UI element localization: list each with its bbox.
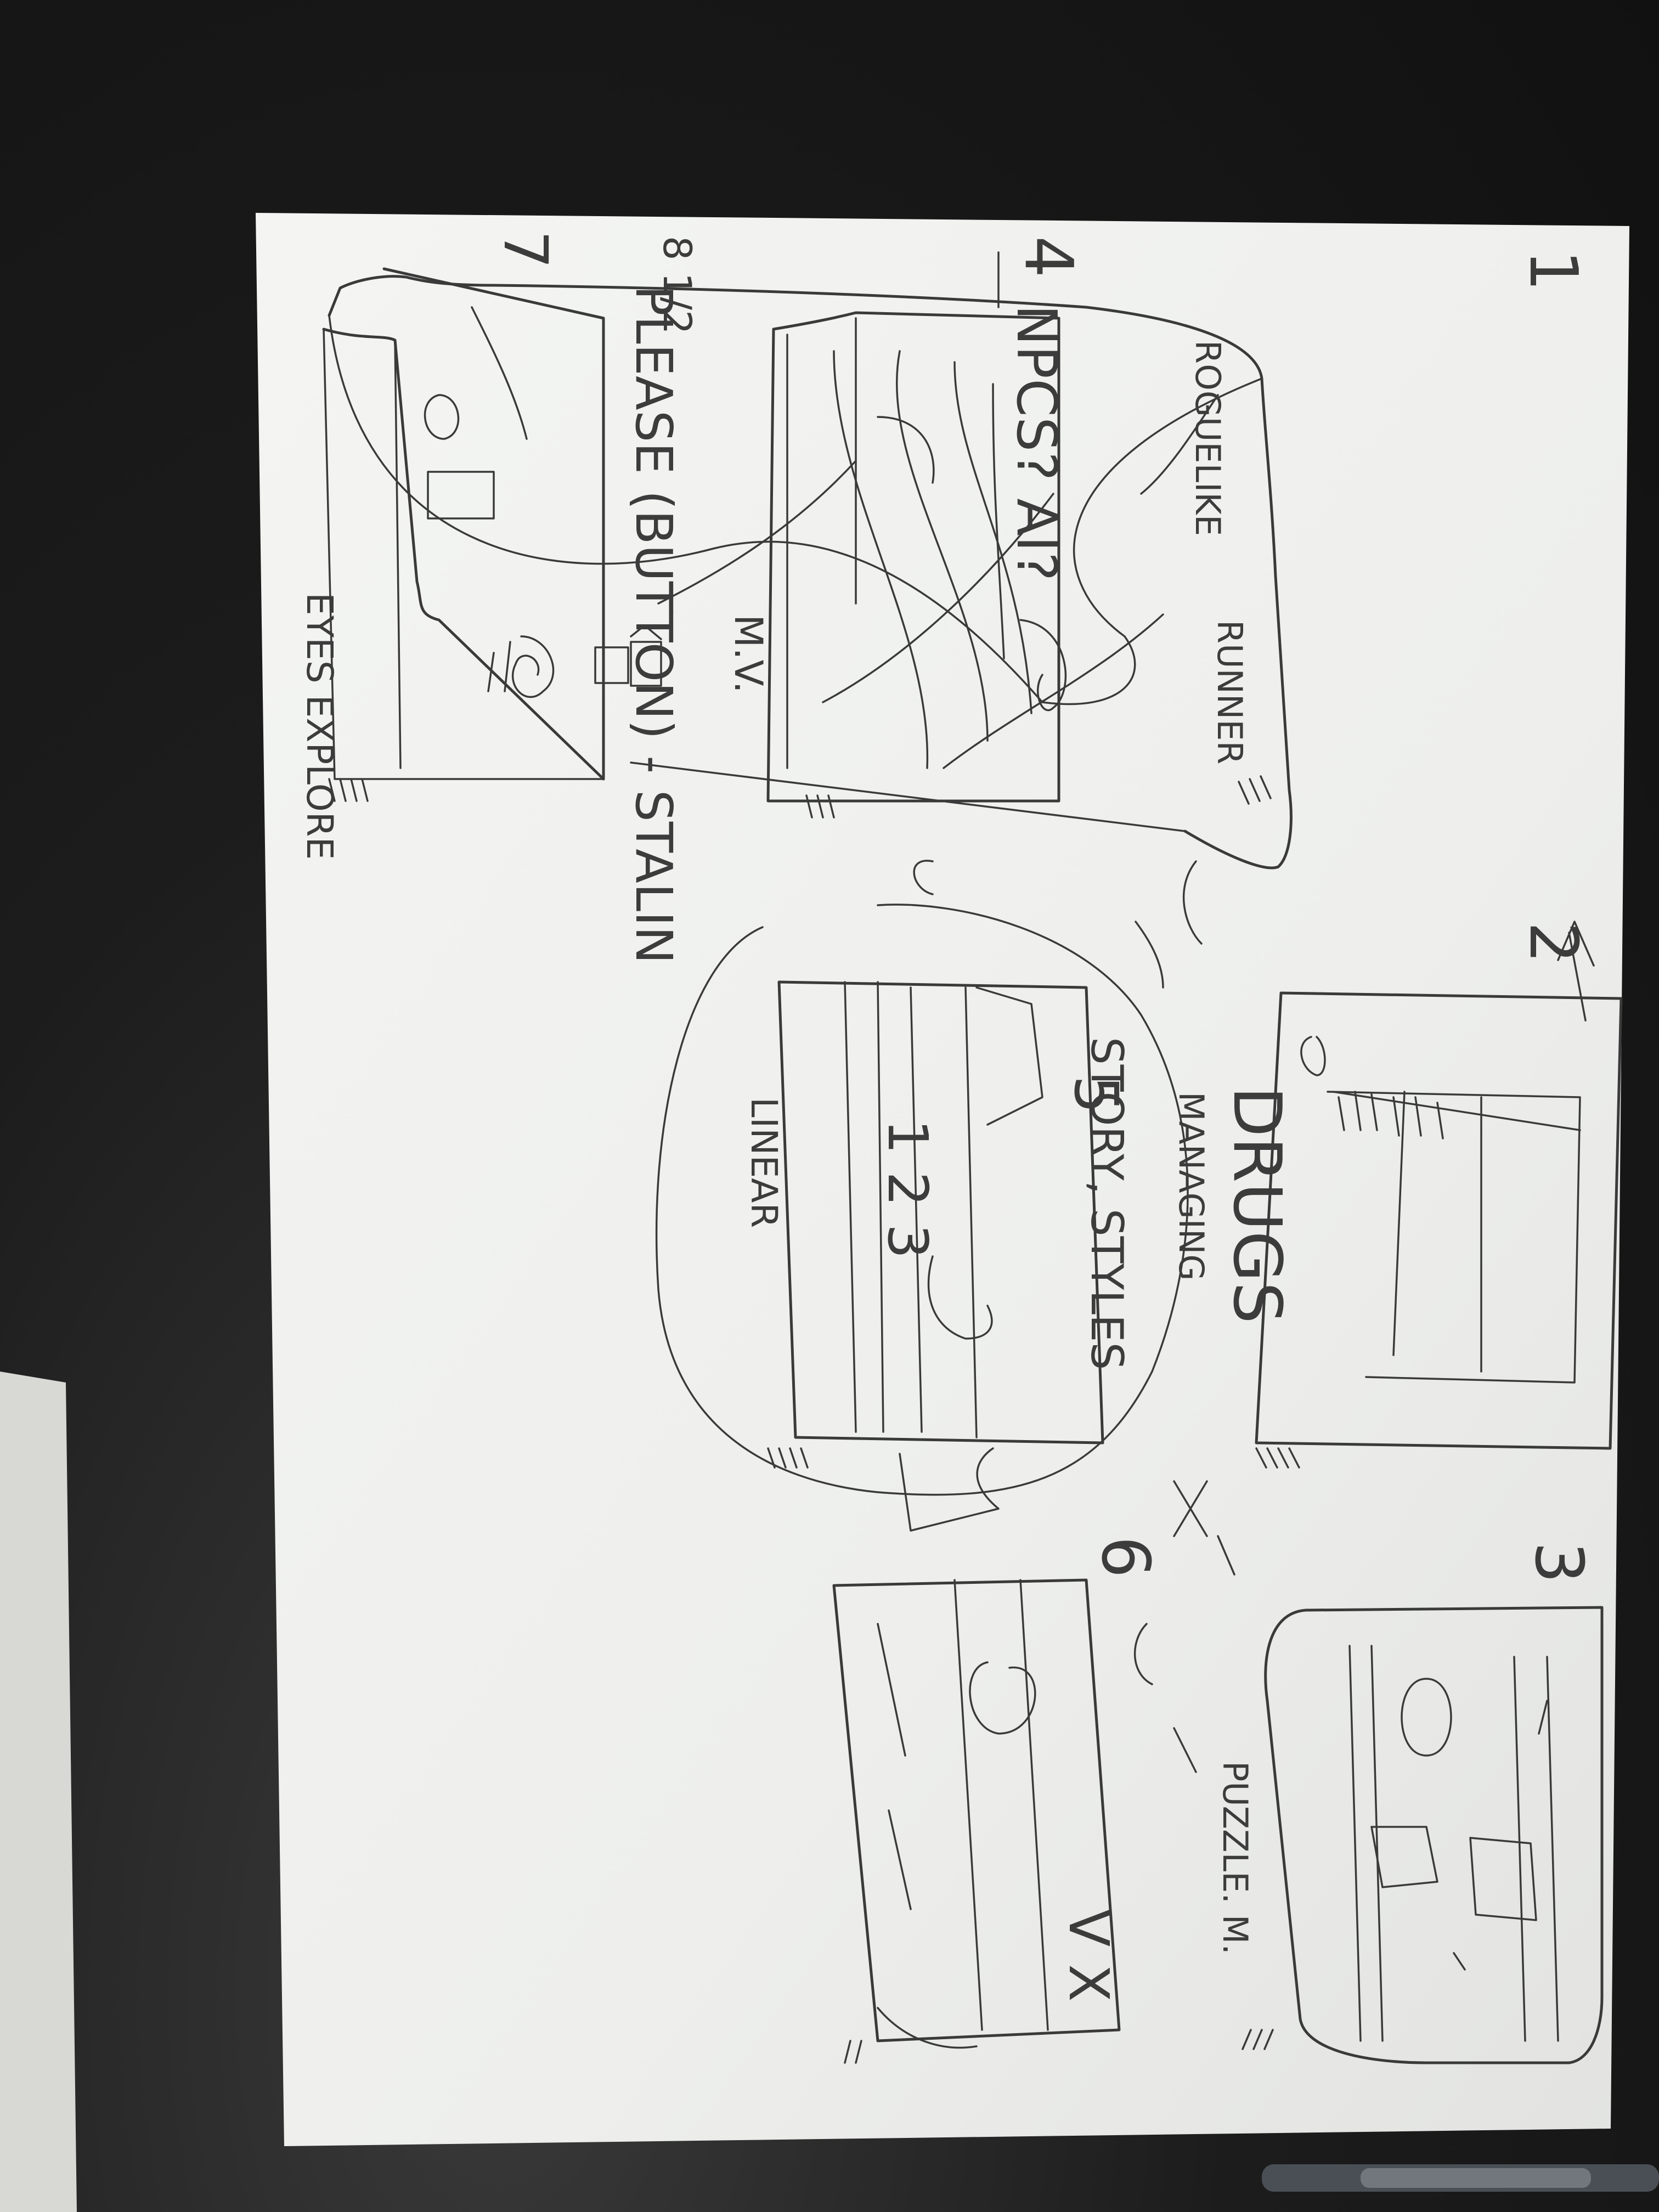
- sketch-3-puzzle: [1242, 1606, 1604, 2064]
- sketch-2-drugs-managing: [1255, 921, 1623, 1469]
- label-n4: 4: [1010, 236, 1086, 278]
- sketch-7-eyes-explore: [322, 267, 605, 802]
- label-vx: V X: [1057, 1909, 1121, 2002]
- label-linear: LINEAR: [743, 1097, 785, 1228]
- label-n1: 1: [1515, 250, 1591, 291]
- label-seq: 1 2 3: [876, 1119, 940, 1259]
- label-eyes: EYES EXPLORE: [298, 592, 341, 860]
- label-n8: 8 1/2: [654, 236, 699, 334]
- label-drugs: DRUGS: [1218, 1086, 1295, 1324]
- label-managing: MANAGING: [1171, 1092, 1211, 1280]
- sketch-6-vx: [832, 1578, 1197, 2064]
- label-roguelike: ROGUELIKE: [1188, 340, 1228, 536]
- label-n6: 6: [1087, 1536, 1163, 1578]
- paper-sheet: [256, 213, 1629, 2146]
- label-n2: 2: [1515, 922, 1591, 963]
- label-please: PLEASE (BUTTON) - STALIN: [624, 285, 683, 964]
- label-n5: 5: [1061, 1075, 1131, 1114]
- labels: 1 2 3 4 5 6 7 8 1/2 ROGUELIKE RUNNER NPC…: [298, 230, 1596, 2002]
- label-npcs: NPCS? AI?: [1005, 304, 1069, 581]
- sketch-4-npcs: [766, 251, 1067, 819]
- floor-corner: [0, 1372, 77, 2212]
- label-n7: 7: [490, 230, 561, 269]
- label-runner: RUNNER: [1210, 620, 1250, 764]
- label-mv: M.V.: [726, 614, 771, 693]
- label-n3: 3: [1520, 1542, 1596, 1583]
- label-story: STORY, STYLES: [1081, 1037, 1132, 1370]
- pen: [1262, 2164, 1659, 2192]
- label-puzzle: PUZZLE. M.: [1215, 1761, 1255, 1955]
- sketch-5-story-linear: [655, 860, 1235, 1576]
